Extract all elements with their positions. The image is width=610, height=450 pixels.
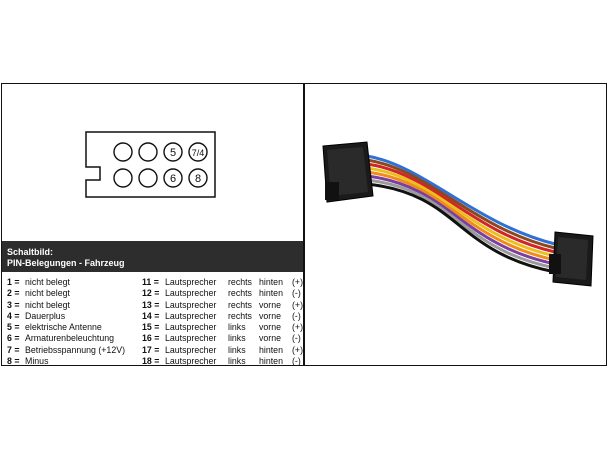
pin-number: 2 = xyxy=(7,288,20,299)
pin-polarity: (-) xyxy=(292,356,301,367)
harness-wire xyxy=(366,158,556,250)
pin-polarity: (+) xyxy=(292,299,303,310)
harness-wire xyxy=(366,182,556,274)
pin-description: Dauerplus xyxy=(25,310,66,321)
pin-position: vorne xyxy=(259,322,282,333)
harness-wire xyxy=(366,170,556,262)
pin-side: rechts xyxy=(228,277,252,287)
pin-description: Lautsprecher xyxy=(165,277,217,287)
pin-description: nicht belegt xyxy=(25,288,70,299)
pin-side: rechts xyxy=(228,288,252,299)
schaltbild-header: Schaltbild: PIN-Belegungen - Fahrzeug xyxy=(2,241,304,272)
pin-description: Lautsprecher xyxy=(165,322,217,333)
pin-side: rechts xyxy=(228,310,252,321)
connector-pin xyxy=(113,142,133,162)
pin-side: links xyxy=(228,333,246,344)
harness-illustration xyxy=(322,141,594,287)
pin-row: 5 = elektrische Antenne 15 = Lautsprecher li… xyxy=(7,322,304,333)
pin-number: 11 = xyxy=(142,277,159,287)
pin-number: 14 = xyxy=(142,310,160,321)
pin-description: nicht belegt xyxy=(25,299,70,310)
pin-row: 3 = nicht belegt 13 = Lautsprecher rechts vor… xyxy=(7,300,304,311)
pin-description: elektrische Antenne xyxy=(25,322,102,333)
pin-description: Minus xyxy=(25,356,49,367)
pin-side: links xyxy=(228,344,246,355)
pin-number: 4 = xyxy=(7,310,20,321)
pin-number: 12 = xyxy=(142,288,160,299)
pin-polarity: (+) xyxy=(292,344,303,355)
harness-wire xyxy=(366,162,556,254)
pin-row: 8 = Minus 18 = Lautsprecher links hinten (-) xyxy=(7,356,304,367)
iso-connector-diagram: 5 7/4 6 8 xyxy=(2,84,305,241)
pin-number: 18 = xyxy=(142,356,160,367)
panel-divider xyxy=(303,83,305,366)
connector-pin xyxy=(163,142,183,162)
pin-description: Lautsprecher xyxy=(165,344,217,355)
harness-wire xyxy=(366,174,556,266)
pin-description: Lautsprecher xyxy=(165,356,217,367)
pin-side: links xyxy=(228,322,246,333)
pin-description: Lautsprecher xyxy=(165,299,217,310)
pin-polarity: (-) xyxy=(292,288,301,299)
harness-photo xyxy=(305,84,605,365)
pin-position: hinten xyxy=(259,344,283,355)
pin-number: 13 = xyxy=(142,299,160,310)
pin-description: Armaturenbeleuchtung xyxy=(25,333,115,344)
pin-number: 5 = xyxy=(7,322,20,333)
pin-position: vorne xyxy=(259,333,282,344)
pin-description: Lautsprecher xyxy=(165,288,217,299)
pin-row: 4 = Dauerplus 14 = Lautsprecher rechts vorne (… xyxy=(7,311,304,322)
pin-assignment-list: 1 = nicht belegt 11 = Lautsprecher rechts hin… xyxy=(7,277,304,367)
harness-wire xyxy=(366,154,556,246)
pin-description: Lautsprecher xyxy=(165,310,217,321)
pin-side: links xyxy=(228,356,246,367)
pin-row: 7 = Betriebsspannung (+12V) 17 = Lautsprech… xyxy=(7,345,304,356)
pin-description: Lautsprecher xyxy=(165,333,217,344)
pin-polarity: (-) xyxy=(292,333,301,344)
pin-number: 15 = xyxy=(142,322,160,333)
pin-polarity: (-) xyxy=(292,310,301,321)
pin-position: vorne xyxy=(259,299,282,310)
connector-pin-label: 6 xyxy=(170,173,176,185)
pin-number: 16 = xyxy=(142,333,160,344)
header-title: Schaltbild: xyxy=(7,247,54,257)
pin-number: 6 = xyxy=(7,333,20,344)
right-plug xyxy=(549,231,594,287)
connector-pin xyxy=(188,142,208,162)
pin-position: vorne xyxy=(259,310,282,321)
pin-side: rechts xyxy=(228,299,252,310)
connector-pin xyxy=(113,168,133,188)
connector-pin xyxy=(138,142,158,162)
pin-number: 7 = xyxy=(7,344,20,355)
pin-description: nicht belegt xyxy=(25,277,70,287)
diagram-frame: 5 7/4 6 8 Schaltbild: PIN-Belegungen - Fah… xyxy=(1,83,607,366)
pin-description: Betriebsspannung (+12V) xyxy=(25,344,126,355)
header-subtitle: PIN-Belegungen - Fahrzeug xyxy=(7,258,125,268)
pin-number: 1 = xyxy=(7,277,20,287)
pin-position: hinten xyxy=(259,356,283,367)
pin-row: 6 = Armaturenbeleuchtung 16 = Lautsprecher l… xyxy=(7,333,304,344)
pin-polarity: (+) xyxy=(292,322,303,333)
connector-pin xyxy=(188,168,208,188)
connector-pin xyxy=(138,168,158,188)
pin-polarity: (+) xyxy=(292,277,303,287)
connector-pin-label: 8 xyxy=(195,173,201,185)
pin-number: 3 = xyxy=(7,299,20,310)
left-plug xyxy=(322,141,374,203)
harness-wire xyxy=(366,178,556,270)
harness-wire xyxy=(366,166,556,258)
pin-number: 17 = xyxy=(142,344,160,355)
connector-svg: 5 7/4 6 8 xyxy=(85,131,216,198)
connector-pin-label: 5 xyxy=(170,147,176,159)
pin-number: 8 = xyxy=(7,356,20,367)
pin-row: 2 = nicht belegt 12 = Lautsprecher rechts hin… xyxy=(7,288,304,299)
pin-position: hinten xyxy=(259,288,283,299)
pin-position: hinten xyxy=(259,277,283,287)
connector-pin xyxy=(163,168,183,188)
connector-pin-label: 7/4 xyxy=(192,148,205,158)
pin-row: 1 = nicht belegt 11 = Lautsprecher rechts hin… xyxy=(7,277,304,288)
